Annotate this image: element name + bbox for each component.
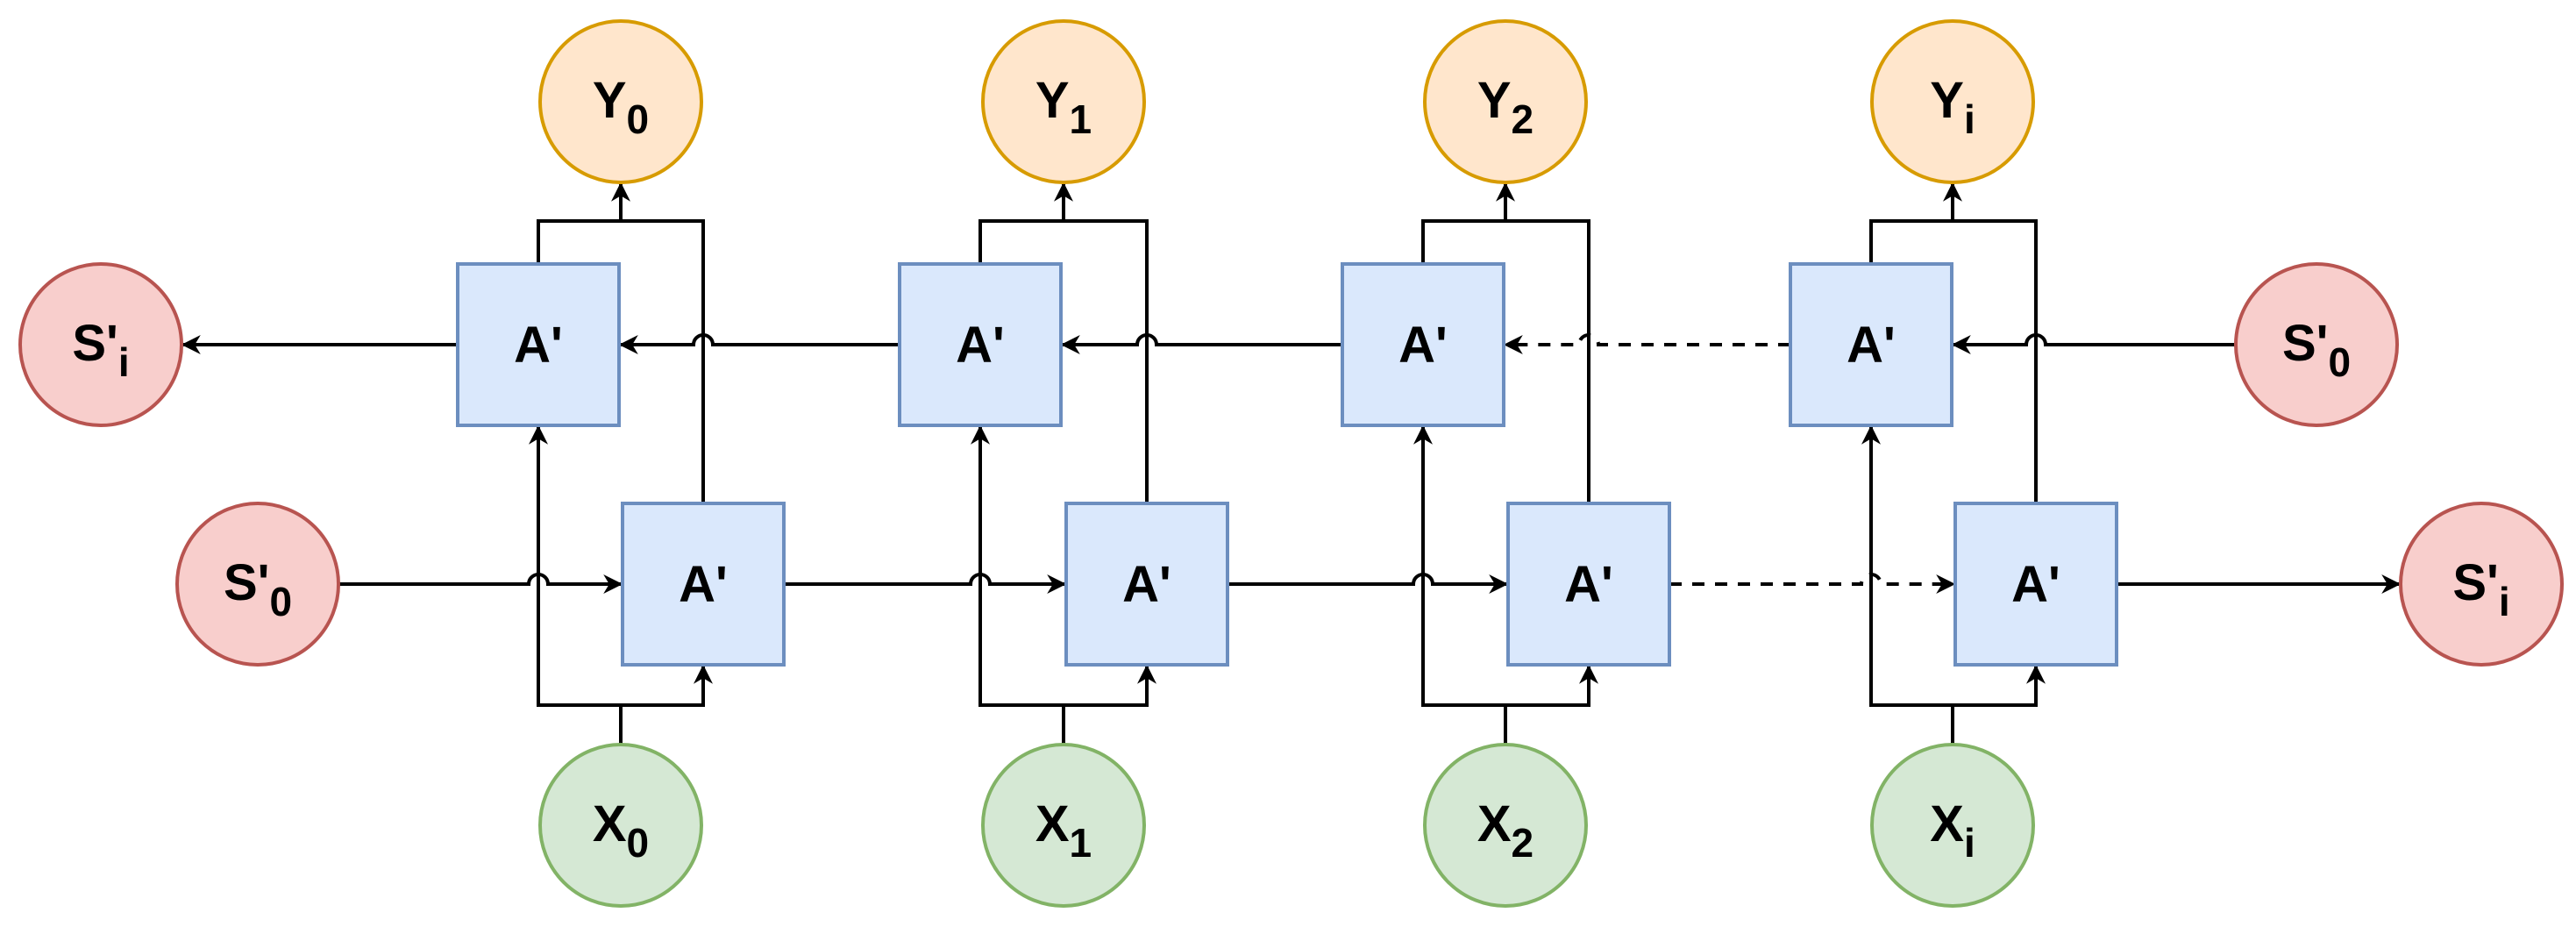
connections — [181, 182, 2402, 745]
output-node-3: Yi — [1870, 19, 2035, 184]
backward-state-out-shape — [18, 262, 183, 427]
forward-state-out-label: S'i — [2452, 554, 2509, 624]
backward-cell-3: A' — [1789, 262, 1953, 427]
backward-cell-0: A' — [456, 262, 621, 427]
input-node-2-label: X2 — [1477, 795, 1534, 866]
backward-state-out: S'i — [18, 262, 183, 427]
input-node-1: X1 — [981, 743, 1146, 908]
input-node-3: Xi — [1870, 743, 2035, 908]
input-node-1-shape — [981, 743, 1146, 908]
forward-state-link — [1228, 573, 1509, 594]
forward-cell-0-shape — [621, 502, 786, 667]
backward-cell-2: A' — [1341, 262, 1505, 427]
backward-cell-1-shape — [898, 262, 1063, 427]
backward-cell-to-output — [1421, 219, 1505, 264]
input-to-forward-cell — [1953, 664, 2046, 707]
forward-state-in: S'0 — [175, 502, 340, 667]
forward-state-link — [784, 573, 1067, 594]
output-node-1-shape — [981, 19, 1146, 184]
forward-state-in-label: S'0 — [224, 554, 292, 624]
backward-cell-1: A' — [898, 262, 1063, 427]
backward-state-link — [618, 333, 900, 354]
backward-cell-2-shape — [1341, 262, 1505, 427]
forward-cell-2: A' — [1506, 502, 1671, 667]
forward-state-out: S'i — [2399, 502, 2564, 667]
forward-cell-1-label: A' — [1122, 556, 1171, 613]
forward-cell-1: A' — [1064, 502, 1229, 667]
input-to-backward-cell — [529, 424, 621, 707]
forward-cell-1-shape — [1064, 502, 1229, 667]
output-node-0: Y0 — [538, 19, 703, 184]
backward-cell-to-output — [978, 219, 1064, 264]
input-to-backward-cell — [1861, 424, 1953, 707]
forward-cell-to-output — [1953, 219, 2038, 503]
forward-state-in-link — [338, 573, 623, 594]
input-node-0-label: X0 — [593, 795, 649, 866]
backward-cell-0-shape — [456, 262, 621, 427]
input-to-backward-cell — [971, 424, 1064, 707]
forward-cell-to-output — [1505, 219, 1590, 503]
output-node-2-label: Y2 — [1477, 72, 1534, 142]
backward-state-link — [1060, 333, 1342, 354]
backward-cell-2-label: A' — [1398, 317, 1448, 374]
backward-state-in-shape — [2234, 262, 2399, 427]
output-node-1-label: Y1 — [1035, 72, 1092, 142]
forward-cell-0-label: A' — [679, 556, 728, 613]
forward-state-out-shape — [2399, 502, 2564, 667]
input-to-forward-cell — [1505, 664, 1598, 707]
backward-state-out-label: S'i — [72, 315, 129, 385]
backward-state-in: S'0 — [2234, 262, 2399, 427]
backward-cell-to-output — [537, 219, 621, 264]
forward-cell-3-shape — [1953, 502, 2118, 667]
forward-cell-2-label: A' — [1564, 556, 1613, 613]
input-to-backward-cell — [1413, 424, 1505, 707]
output-node-2-shape — [1423, 19, 1588, 184]
backward-cell-to-output — [1869, 219, 1953, 264]
backward-cell-3-shape — [1789, 262, 1953, 427]
input-node-0: X0 — [538, 743, 703, 908]
input-node-2: X2 — [1423, 743, 1588, 908]
backward-cell-3-label: A' — [1847, 317, 1896, 374]
forward-cell-3: A' — [1953, 502, 2118, 667]
input-node-3-shape — [1870, 743, 2035, 908]
input-to-forward-cell — [1064, 664, 1156, 707]
input-to-forward-cell — [621, 664, 713, 707]
forward-state-in-shape — [175, 502, 340, 667]
backward-cell-0-label: A' — [514, 317, 563, 374]
forward-cell-0: A' — [621, 502, 786, 667]
output-node-0-shape — [538, 19, 703, 184]
backward-state-in-label: S'0 — [2282, 315, 2351, 385]
backward-cell-1-label: A' — [956, 317, 1005, 374]
forward-cell-2-shape — [1506, 502, 1671, 667]
backward-state-in-link — [1951, 333, 2236, 354]
input-node-1-label: X1 — [1035, 795, 1092, 866]
output-node-2: Y2 — [1423, 19, 1588, 184]
forward-state-link — [1669, 573, 1956, 594]
forward-cell-3-label: A' — [2011, 556, 2060, 613]
forward-cell-to-output — [621, 219, 705, 503]
output-node-3-label: Yi — [1930, 72, 1975, 142]
output-node-0-label: Y0 — [593, 72, 649, 142]
input-node-2-shape — [1423, 743, 1588, 908]
output-node-1: Y1 — [981, 19, 1146, 184]
input-node-3-label: Xi — [1930, 795, 1975, 866]
output-node-3-shape — [1870, 19, 2035, 184]
input-node-0-shape — [538, 743, 703, 908]
forward-cell-to-output — [1064, 219, 1149, 503]
backward-state-link — [1503, 333, 1790, 354]
